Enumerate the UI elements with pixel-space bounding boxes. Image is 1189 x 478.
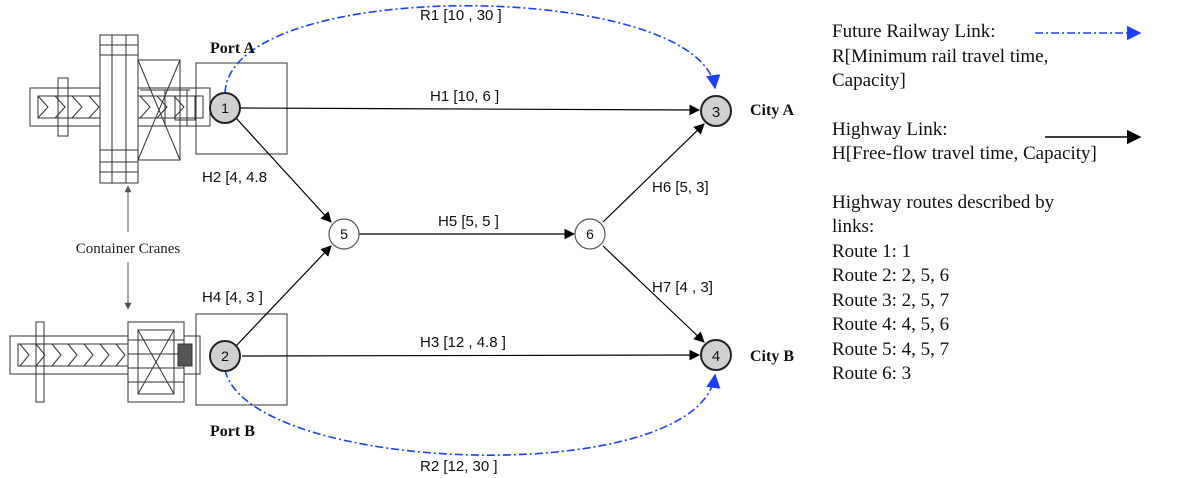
- label-r1: R1 [10 , 30 ]: [420, 7, 502, 24]
- label-h3: H3 [12 , 4.8 ]: [420, 334, 506, 351]
- legend-route-3: Route 3: 2, 5, 7: [832, 289, 950, 311]
- svg-text:3: 3: [712, 104, 720, 121]
- node-5: 5: [328, 218, 360, 250]
- container-crane-a-drawing: [29, 34, 211, 184]
- highway-link-h2: [235, 117, 332, 223]
- svg-text:5: 5: [340, 226, 348, 242]
- legend-route-2: Route 2: 2, 5, 6: [832, 265, 950, 286]
- legend-route-6: Route 6: 3: [832, 363, 912, 384]
- label-h6: H6 [5, 3]: [652, 179, 709, 196]
- legend-routes-title-1: Highway routes described by: [832, 191, 1055, 213]
- svg-text:6: 6: [586, 226, 594, 242]
- label-h5: H5 [5, 5 ]: [438, 213, 499, 230]
- legend-routes-title-2: links:: [832, 216, 875, 237]
- legend-railway-desc-1: R[Minimum rail travel time,: [832, 45, 1049, 67]
- port-a-label: Port A: [210, 40, 255, 57]
- highway-link-h4: [235, 245, 332, 347]
- port-b-terminal-box: [195, 313, 288, 406]
- label-h4: H4 [4, 3 ]: [202, 289, 263, 306]
- legend-highway-desc: H[Free-flow travel time, Capacity]: [832, 143, 1097, 164]
- container-cranes-label: Container Cranes: [76, 241, 181, 257]
- legend-route-5: Route 5: 4, 5, 7: [832, 338, 950, 360]
- highway-link-h7: [602, 245, 705, 343]
- highway-link-h3: [241, 349, 701, 361]
- city-a-label: City A: [750, 102, 794, 119]
- label-h7: H7 [4 , 3]: [652, 279, 713, 296]
- svg-text:2: 2: [221, 348, 229, 364]
- legend-route-1: Route 1: 1: [832, 240, 912, 262]
- legend-route-4: Route 4: 4, 5, 6: [832, 314, 950, 335]
- node-2: 2: [209, 340, 241, 372]
- legend-railway-title: Future Railway Link:: [832, 21, 996, 42]
- label-h2: H2 [4, 4.8: [202, 169, 267, 186]
- port-b-label: Port B: [210, 423, 255, 440]
- svg-text:4: 4: [712, 348, 720, 365]
- legend-highway-title: Highway Link:: [832, 118, 948, 140]
- svg-text:1: 1: [221, 100, 229, 116]
- highway-link-h1: [239, 104, 701, 116]
- container-crane-b-drawing: [9, 321, 201, 403]
- legend-railway-desc-2: Capacity]: [832, 70, 906, 91]
- legend: Future Railway Link: R[Minimum rail trav…: [832, 20, 1182, 387]
- node-1: 1: [209, 92, 241, 124]
- highway-link-h6: [602, 123, 705, 223]
- railway-link-r1: [224, 5, 721, 94]
- railway-link-r2: [224, 369, 721, 456]
- node-4: 4: [700, 339, 732, 371]
- node-3: 3: [700, 95, 732, 127]
- node-6: 6: [574, 218, 606, 250]
- city-b-label: City B: [750, 348, 794, 365]
- label-h1: H1 [10, 6 ]: [430, 88, 499, 105]
- label-r2: R2 [12, 30 ]: [420, 458, 498, 475]
